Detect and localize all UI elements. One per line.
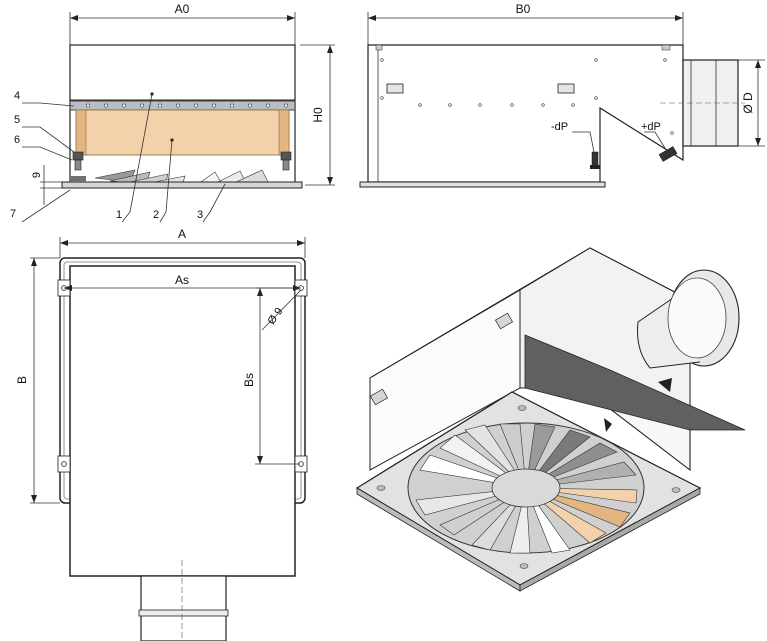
plan-spigot — [140, 575, 227, 641]
a-label: A — [178, 227, 186, 241]
minus-dp-label: -dP — [551, 121, 568, 133]
minus-dp-leader — [572, 131, 595, 153]
side-housing — [367, 44, 684, 183]
d-arrow-top — [755, 60, 761, 68]
as-label: As — [175, 273, 189, 287]
b0-label: B0 — [516, 2, 531, 16]
iso-plate-holes — [376, 405, 681, 569]
hole-leader — [261, 289, 302, 331]
bs-arrow-top — [257, 288, 263, 296]
side-holes — [380, 58, 674, 135]
pressure-tap-plus — [658, 146, 678, 162]
side-tab-left — [375, 44, 383, 51]
plate-edge-left — [70, 176, 86, 182]
iso-underside — [524, 334, 746, 431]
pressure-tap-minus — [590, 151, 600, 169]
plus-dp-leader — [644, 131, 669, 154]
a0-label: A0 — [175, 2, 190, 16]
as-arrow-left — [64, 285, 72, 291]
filter-frame-right — [278, 109, 290, 156]
nine-label: 9 — [31, 172, 43, 178]
filter-element — [75, 109, 290, 156]
plan-spigot-seal — [138, 609, 229, 617]
plenum-outline — [69, 265, 296, 577]
a0-arrow-right — [287, 15, 295, 21]
callout-3: 3 — [197, 209, 203, 221]
b-arrow-bottom — [31, 495, 37, 503]
plus-dp-label: +dP — [641, 121, 661, 133]
iso-face-plate-edge-right — [519, 487, 701, 592]
d-label: Ø D — [741, 92, 755, 114]
b0-arrow-left — [368, 15, 376, 21]
side-face-plate — [359, 181, 606, 188]
a-arrow-left — [60, 240, 68, 246]
a-arrow-right — [297, 240, 305, 246]
hanging-bracket-right — [557, 83, 575, 94]
side-tab — [661, 44, 671, 51]
iso-wing-nut — [658, 378, 672, 392]
iso-bracket-left — [369, 388, 389, 406]
b-arrow-top — [31, 258, 37, 266]
iso-bracket-top — [494, 312, 514, 330]
hanging-bracket-left — [386, 83, 404, 94]
mounting-rail — [69, 100, 296, 111]
isometric-view — [355, 247, 746, 592]
bs-arrow-bottom — [257, 456, 263, 464]
callout-1: 1 — [116, 209, 122, 221]
iso-spigot-opening — [667, 277, 727, 359]
callout-leaders — [21, 93, 226, 223]
front-view: A0 — [10, 2, 335, 223]
filter-frame-left — [75, 109, 87, 156]
rail-rivets — [86, 103, 288, 108]
a0-arrow-left — [70, 15, 78, 21]
d-arrow-bottom — [755, 138, 761, 146]
iso-wing-nut-2 — [604, 418, 612, 432]
bs-label: Bs — [242, 373, 256, 387]
h0-label: H0 — [311, 107, 325, 123]
callout-6: 6 — [14, 134, 20, 146]
plan-view: A As Bs Ø 9 — [15, 227, 308, 641]
side-view: B0 Ø D — [359, 2, 765, 188]
filter-clip-left — [72, 151, 84, 171]
callout-2: 2 — [153, 209, 159, 221]
h0-arrow-bottom — [327, 177, 333, 185]
callout-4: 4 — [14, 90, 20, 102]
filter-clip-right — [280, 151, 292, 171]
h0-arrow-top — [327, 45, 333, 53]
callout-7: 7 — [10, 208, 16, 220]
b0-arrow-right — [675, 15, 683, 21]
b-label: B — [15, 376, 29, 384]
iso-center-cap — [491, 468, 561, 508]
callout-5: 5 — [14, 114, 20, 126]
face-plate — [61, 181, 303, 189]
